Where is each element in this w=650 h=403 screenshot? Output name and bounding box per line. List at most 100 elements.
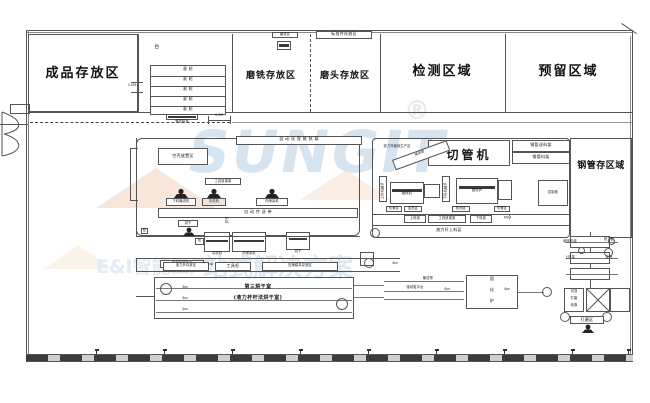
wall-left-inner bbox=[28, 30, 29, 360]
feed-rack-label: 钢管送料架 bbox=[530, 141, 552, 147]
bottom-tag-box bbox=[262, 262, 338, 271]
tag-stack-label: 打磨 bbox=[570, 296, 578, 300]
machine-label: 清洗机 bbox=[211, 251, 223, 255]
right-hall-tag-label: 检测区 bbox=[455, 206, 467, 210]
flow-arrow-icon: ⇦ bbox=[182, 305, 188, 313]
hatched-unit-icon bbox=[586, 288, 610, 312]
roller-circle bbox=[604, 248, 613, 257]
wall-right-inner bbox=[630, 36, 631, 360]
cluster-machine-label: 缠绕机组 bbox=[563, 239, 577, 243]
station-machine-label: 固化炉 bbox=[471, 188, 483, 192]
right-hall-bottom-tag bbox=[404, 215, 426, 223]
station-box bbox=[202, 198, 226, 206]
right-hall-bottom-tag bbox=[470, 215, 492, 223]
machine-unit bbox=[204, 232, 230, 252]
dryer-pivot-left bbox=[160, 283, 172, 295]
roller-table-footer-label: 输送辊道 bbox=[175, 119, 189, 123]
center-hall-banner-label: 自 动 化 智 能 装 载 bbox=[279, 136, 319, 141]
station-side-unit bbox=[498, 180, 512, 200]
top-row-bottom-edge bbox=[138, 112, 632, 113]
tag-stack bbox=[564, 288, 584, 312]
machine-vertical-label: 烘干 bbox=[225, 216, 229, 224]
roller-table bbox=[150, 65, 226, 115]
wall-left bbox=[26, 30, 27, 360]
sub-station-label: 烘干 bbox=[184, 220, 192, 225]
cut-machine-label: 切管机 bbox=[446, 148, 492, 162]
interior-wall bbox=[136, 138, 137, 236]
right-hall-tag-label: 加热区 bbox=[407, 206, 419, 210]
lower-zone-bar bbox=[136, 258, 400, 272]
dryer-pivot-right bbox=[336, 298, 348, 310]
corridor-dashed bbox=[30, 122, 230, 123]
cluster-machine-label: 胶槽 bbox=[605, 255, 613, 259]
right-hall-bottom-title: 液力杆上料区 bbox=[436, 227, 462, 232]
sub-station-box bbox=[178, 220, 198, 227]
machine-port-label: 检 bbox=[197, 238, 202, 242]
pipe-rack-label: 钢管料架 bbox=[532, 153, 550, 159]
roller-circle bbox=[578, 247, 585, 254]
right-hall-bottom-tag-label: 工具放置架 bbox=[438, 215, 456, 220]
divider bbox=[232, 34, 233, 112]
tool-rack-box bbox=[205, 178, 241, 185]
empty-placement-area bbox=[158, 148, 208, 165]
station-machine bbox=[390, 182, 424, 204]
roller-row-label: 滚 轮 bbox=[182, 66, 194, 71]
operator-icon bbox=[183, 227, 195, 236]
wall-right bbox=[632, 30, 633, 360]
curing-oven-bottom-label: 炉 bbox=[489, 298, 495, 303]
watermark-triangle bbox=[44, 245, 112, 269]
dryer-inlet bbox=[136, 296, 154, 297]
operator-icon bbox=[207, 188, 221, 198]
dryer-room bbox=[154, 277, 354, 319]
roller-circle bbox=[608, 238, 615, 245]
dryer-subtitle: (液力杆杆法烘干室) bbox=[233, 295, 283, 301]
flow-arrow-icon: ⇦ bbox=[504, 285, 510, 293]
pipe-rack-box bbox=[512, 152, 570, 164]
feed-rack-box bbox=[512, 140, 570, 152]
zone-finished-goods bbox=[28, 34, 138, 112]
top-row-bottom-edge bbox=[28, 112, 138, 113]
zone-head-store-label: 磨头存放区 bbox=[319, 71, 370, 81]
right-hall-bottom-tag bbox=[428, 215, 466, 223]
center-hall-small-tag bbox=[141, 228, 148, 234]
center-hall-small-tag-label: 检 bbox=[142, 228, 147, 232]
divider bbox=[505, 34, 506, 112]
machine-label: 烘干 bbox=[294, 249, 302, 253]
tool-rack-label: 工具放置架 bbox=[214, 178, 232, 183]
pivot-circle bbox=[560, 312, 570, 322]
pivot-box bbox=[360, 252, 374, 266]
station-label: 下料输送机 bbox=[172, 198, 190, 203]
station-box bbox=[256, 198, 288, 206]
dryer-title: 第三烘干室 bbox=[244, 284, 272, 290]
top-tag-a-box bbox=[272, 32, 298, 38]
machine-unit bbox=[286, 232, 310, 250]
divider-dashed bbox=[310, 34, 311, 112]
zone-mill-store-label: 磨铣存放区 bbox=[245, 71, 296, 81]
conveyor-banner-box bbox=[158, 208, 358, 218]
side-unit bbox=[610, 288, 630, 312]
zone-pipe-store-label: 钢管存区域 bbox=[577, 161, 625, 171]
station-box bbox=[166, 198, 196, 206]
cluster-title-box bbox=[570, 316, 604, 324]
robot-arm-label: 下料机械手 bbox=[443, 182, 448, 200]
machine-label: 内喷涂机 bbox=[242, 251, 256, 255]
zone-inspection-label: 检测区域 bbox=[412, 64, 473, 79]
right-hall-tag bbox=[386, 206, 402, 212]
station-side-unit bbox=[424, 184, 440, 198]
station-machine-label: 缠绕机 bbox=[401, 191, 413, 195]
wall-top bbox=[26, 30, 633, 31]
right-hall-area-label: 液力杆缠绕生产区 bbox=[383, 144, 411, 148]
operator-icon bbox=[174, 188, 188, 198]
roller-platform-label: 驱动辊平台 bbox=[406, 285, 424, 289]
robot-arm-label: 上料机械手 bbox=[380, 182, 385, 200]
tag-stack-label: 切割 bbox=[570, 289, 578, 293]
flow-arrow-icon: ⇦ bbox=[392, 259, 398, 267]
pivot-circle bbox=[370, 228, 380, 238]
top-tag-c-label: 台 bbox=[154, 44, 160, 50]
machine-port bbox=[195, 238, 204, 245]
bottom-tag-label: 工具柜 bbox=[226, 262, 240, 268]
cluster-title-label: 打磨区 bbox=[580, 316, 594, 322]
roller-row-label: 滚 轮 bbox=[182, 86, 194, 91]
right-hall-bottom-tag-label: 上料架 bbox=[409, 215, 421, 220]
